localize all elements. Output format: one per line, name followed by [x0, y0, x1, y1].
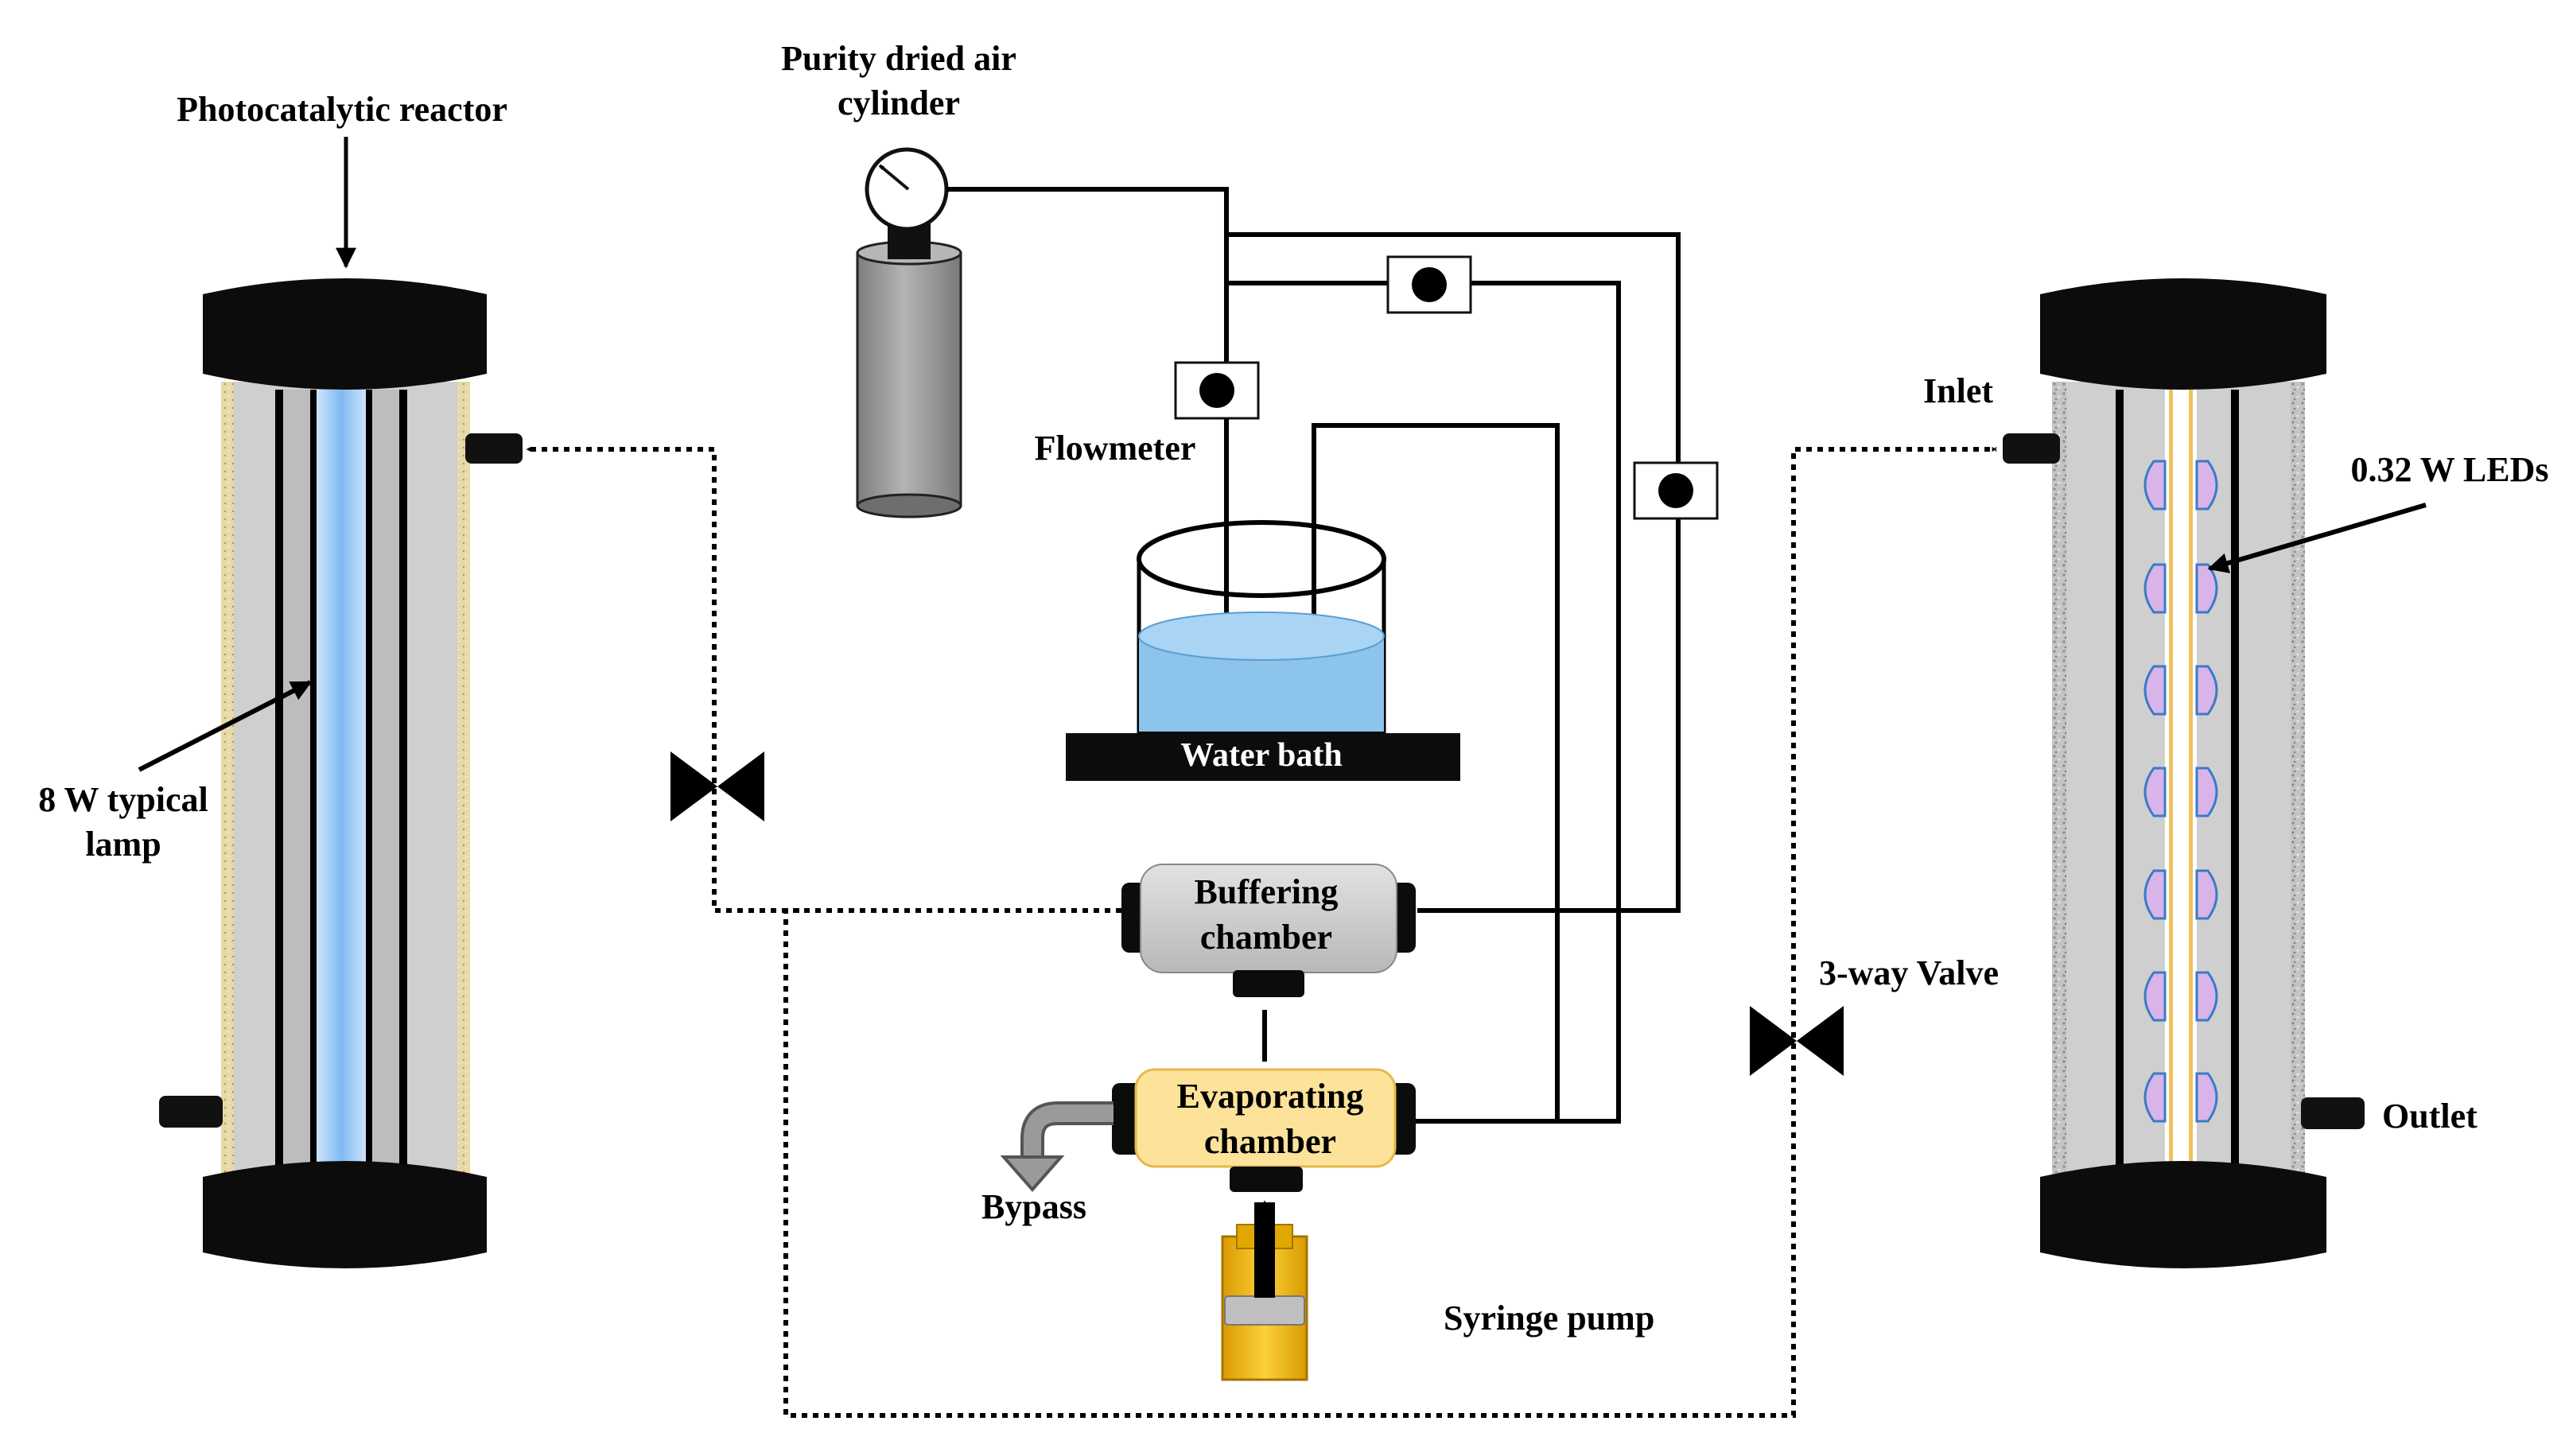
right-reactor-outlet-port [2301, 1097, 2365, 1129]
evaporating-chamber-bottom-port [1230, 1167, 1303, 1192]
led-bulb-icon [2143, 665, 2167, 716]
lamp-label-line2: lamp [85, 825, 161, 864]
led-bulb-icon [2195, 971, 2218, 1022]
bypass-arrowhead [1000, 1155, 1065, 1193]
syringe-pump-label: Syringe pump [1444, 1299, 1654, 1338]
left-reactor-outlet-port [159, 1096, 223, 1128]
right-reactor-outer-wall-right [2291, 382, 2305, 1189]
buffering-chamber-bottom-port [1233, 970, 1304, 997]
flowmeter-dial [1412, 267, 1447, 302]
bowtie-valve-icon [670, 751, 764, 821]
right-reactor-bottom-cap [2040, 1161, 2326, 1268]
led-bulb-icon [2195, 1072, 2218, 1123]
lamp-core [317, 390, 366, 1177]
right-reactor-inlet-port [2003, 433, 2060, 464]
pipe-to-evaporating-chamber [1409, 281, 1621, 1124]
led-bulb-icon [2195, 767, 2218, 817]
air-cylinder [856, 147, 962, 518]
line-to-right-reactor [783, 447, 1997, 1418]
led-bulb-icon [2143, 767, 2167, 817]
right-reactor-tube-line-4 [2231, 390, 2239, 1177]
pressure-gauge-needle [878, 164, 910, 191]
outlet-label: Outlet [2382, 1097, 2478, 1136]
led-bulb-icon [2143, 971, 2167, 1022]
air-cylinder-label-line2: cylinder [838, 83, 960, 122]
buffering-chamber [1121, 864, 1416, 997]
syringe-pump [1221, 1200, 1308, 1381]
right-reactor-outer-wall-left [2052, 382, 2066, 1189]
led-bulb-icon [2143, 563, 2167, 614]
water-bath-label: Water bath [1180, 737, 1342, 774]
bypass-pipe [1000, 1101, 1113, 1193]
left-photocatalytic-reactor [159, 278, 523, 1268]
three-way-valve-label: 3-way Valve [1819, 953, 1999, 992]
led-bulb-icon [2195, 460, 2218, 511]
led-bulb-icon [2143, 460, 2167, 511]
air-cylinder-label-line1: Purity dried air [781, 39, 1016, 78]
left-reactor-tube-line-3 [366, 390, 372, 1177]
left-reactor-outer-wall-left [221, 382, 234, 1189]
bypass-pipe-inner [1024, 1105, 1113, 1157]
led-bulb-icon [2195, 869, 2218, 920]
evaporating-chamber-label-line2: chamber [1204, 1122, 1336, 1161]
valve-right [1750, 1006, 1844, 1076]
inlet-label: Inlet [1923, 371, 1993, 410]
buffering-chamber-label-line2: chamber [1200, 918, 1332, 957]
air-cylinder-body [856, 251, 962, 507]
right-reactor-top-cap [2040, 278, 2326, 390]
flowmeter-right [1633, 461, 1719, 520]
photocatalytic-reactor-label: Photocatalytic reactor [177, 90, 507, 129]
water-bath-rim [1137, 520, 1386, 598]
right-reactor-inner-wall-right [2189, 390, 2193, 1177]
evaporating-chamber-label-line1: Evaporating [1177, 1077, 1364, 1116]
left-reactor-top-cap [203, 278, 487, 390]
evaporating-chamber [1112, 1068, 1416, 1192]
flowmeter-label: Flowmeter [1035, 429, 1196, 468]
flowmeter-dial [1199, 373, 1234, 408]
air-cylinder-bottom [856, 493, 962, 518]
left-reactor-bottom-cap [203, 1161, 487, 1268]
line-buffer-to-left-reactor [526, 447, 1121, 913]
left-reactor-outer-wall-right [457, 382, 470, 1189]
led-bulb-icon [2143, 869, 2167, 920]
led-bulb-icon [2195, 563, 2218, 614]
right-reactor-tube-line-1 [2116, 390, 2124, 1177]
flowmeter-left [1174, 361, 1260, 420]
water-bath-surface [1138, 612, 1385, 661]
led-bulb-icon [2143, 1072, 2167, 1123]
flowmeter-dial [1658, 473, 1693, 508]
left-reactor-tube-line-2 [310, 390, 317, 1177]
water-bath [1066, 520, 1460, 781]
buffering-chamber-label-line1: Buffering [1195, 872, 1339, 911]
left-reactor-inlet-port [465, 433, 523, 464]
solid-piping [946, 187, 1681, 1124]
leds-label: 0.32 W LEDs [2350, 450, 2548, 489]
lamp-label-line1: 8 W typical [38, 780, 208, 819]
bypass-label: Bypass [981, 1187, 1086, 1226]
right-led-reactor [2003, 278, 2365, 1268]
right-reactor-inner-wall-left [2169, 390, 2173, 1177]
dashed-gas-lines [526, 447, 1997, 1418]
left-reactor-tube-line-4 [399, 390, 407, 1177]
valve-left [670, 751, 764, 821]
left-reactor-tube-line-1 [275, 390, 283, 1177]
bowtie-valve-icon [1750, 1006, 1844, 1076]
pipe-to-buffering-chamber [1417, 517, 1681, 913]
led-bulb-icon [2195, 665, 2218, 716]
syringe-pump-plunger [1224, 1295, 1305, 1326]
lamp-pointer-arrow [138, 680, 313, 772]
water-bath-platform [1066, 733, 1460, 781]
leds-pointer-arrow [2207, 503, 2427, 573]
flowmeter-middle [1386, 255, 1472, 314]
